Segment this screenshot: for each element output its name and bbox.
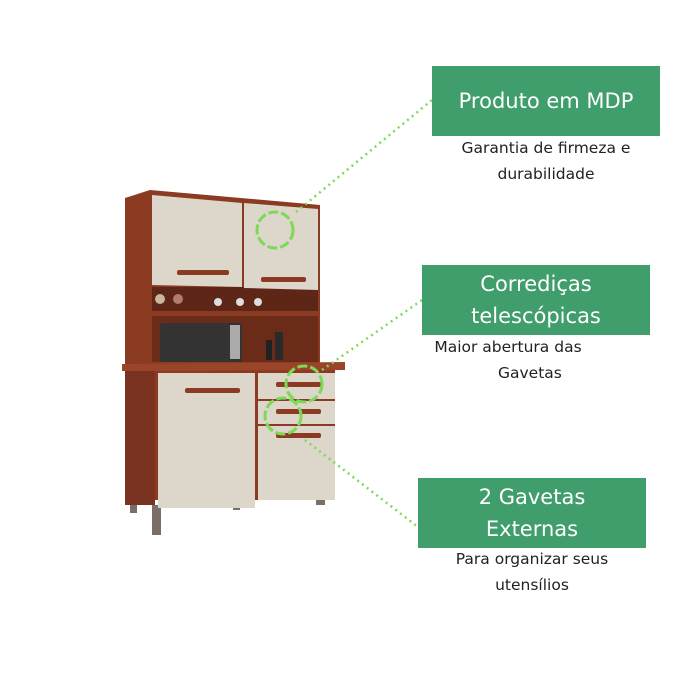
feature-title-drawers: 2 Gavetas Externas	[418, 478, 646, 548]
caption-line: Para organizar seus	[455, 550, 609, 568]
connector-lines	[295, 99, 433, 528]
caption-line: utensílios	[495, 576, 569, 594]
caption-line: Garantia de firmeza e	[461, 139, 631, 157]
feature-caption-mdp: Garantia de firmeza e durabilidade	[432, 135, 660, 187]
feature-caption-slides: Maior abertura das Gavetas	[408, 334, 608, 386]
caption-line: Maior abertura das	[434, 338, 582, 356]
feature-title-slides: Corrediças telescópicas	[422, 265, 650, 335]
feature-title-text: Corrediças	[480, 272, 592, 296]
feature-title-mdp: Produto em MDP	[432, 66, 660, 136]
feature-title-text: Produto em MDP	[458, 89, 634, 113]
feature-title-text: telescópicas	[471, 304, 601, 328]
feature-caption-drawers: Para organizar seus utensílios	[418, 546, 646, 598]
feature-title-text: 2 Gavetas	[478, 485, 586, 509]
feature-highlights	[255, 210, 324, 436]
cabinet-doors	[152, 195, 335, 508]
caption-line: durabilidade	[497, 165, 595, 183]
caption-line: Gavetas	[498, 364, 562, 382]
feature-title-text: Externas	[485, 517, 579, 541]
